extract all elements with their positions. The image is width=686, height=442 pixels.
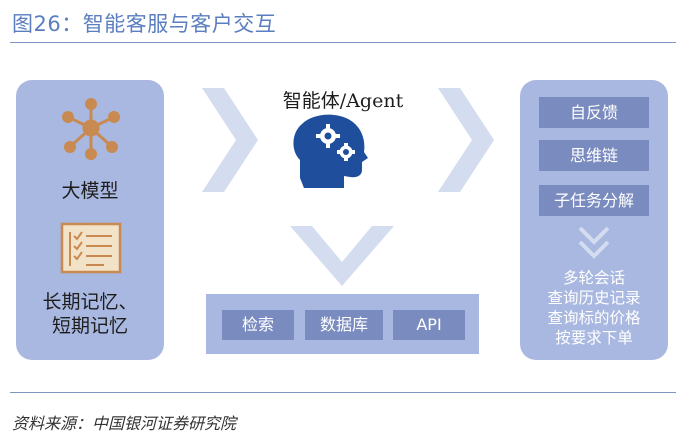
subtask-decomposition-box: 子任务分解	[539, 185, 649, 216]
chevron-down-icon	[290, 226, 394, 286]
memory-label-line2: 短期记忆	[51, 315, 128, 337]
task-place-order: 按要求下单	[555, 329, 633, 347]
memory-label-line1: 长期记忆、	[42, 291, 138, 313]
agent-label: 智能体/Agent	[282, 90, 404, 112]
tool-database: 数据库	[305, 310, 383, 340]
chevron-right-icon	[202, 88, 258, 192]
tool-api: API	[393, 310, 465, 340]
chevron-right-icon	[438, 88, 494, 192]
task-query-price: 查询标的价格	[547, 309, 641, 327]
self-feedback-box: 自反馈	[539, 97, 649, 128]
bottom-divider	[10, 392, 676, 393]
tool-retrieval: 检索	[222, 310, 294, 340]
task-multi-turn: 多轮会话	[562, 269, 625, 287]
model-label: 大模型	[61, 180, 119, 202]
source-note: 资料来源：中国银河证券研究院	[12, 414, 237, 433]
figure-title: 图26：智能客服与客户交互	[12, 12, 277, 36]
chain-of-thought-box: 思维链	[539, 140, 649, 171]
top-divider	[10, 42, 676, 43]
task-query-history: 查询历史记录	[547, 289, 641, 307]
